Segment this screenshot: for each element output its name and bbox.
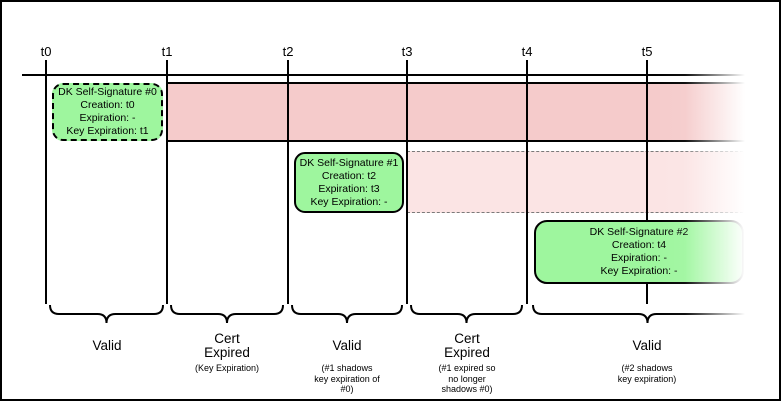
signature-0-title: DK Self-Signature #0 xyxy=(58,86,157,98)
brace-period-3 xyxy=(410,304,523,324)
key-expired-band xyxy=(166,82,748,142)
tick-label-t5: t5 xyxy=(641,44,653,59)
signature-2-expiration: Expiration: - xyxy=(610,252,668,264)
signature-0-key-expiration: Key Expiration: t1 xyxy=(66,125,149,137)
signature-1-expiration: Expiration: t3 xyxy=(318,182,380,195)
tick-line-t0 xyxy=(45,60,47,304)
period-3-note: (#1 expired so no longer shadows #0) xyxy=(438,363,496,394)
period-1-note: (Key Expiration) xyxy=(194,363,260,373)
brace-period-0 xyxy=(49,304,164,324)
tick-label-t0: t0 xyxy=(40,44,52,59)
period-1: Cert Expired (Key Expiration) xyxy=(157,332,297,374)
signature-box-2: DK Self-Signature #2 Creation: t4 Expira… xyxy=(534,220,744,284)
period-2-note: (#1 shadows key expiration of #0) xyxy=(314,363,380,394)
tick-line-t2 xyxy=(287,60,289,304)
period-4: Valid (#2 shadows key expiration) xyxy=(577,332,717,384)
period-4-label: Valid xyxy=(632,338,662,353)
signature-2-key-expiration: Key Expiration: - xyxy=(600,265,678,277)
period-3: Cert Expired (#1 expired so no longer sh… xyxy=(397,332,537,395)
brace-period-2 xyxy=(291,304,403,324)
signature-2-title: DK Self-Signature #2 xyxy=(589,226,689,238)
signature-1-creation: Creation: t2 xyxy=(321,169,377,182)
signature-1-key-expiration: Key Expiration: - xyxy=(310,195,388,208)
period-3-label: Cert Expired xyxy=(444,331,490,360)
signature-2-creation: Creation: t4 xyxy=(611,239,667,251)
brace-period-1 xyxy=(170,304,284,324)
tick-label-t1: t1 xyxy=(161,44,173,59)
period-1-label: Cert Expired xyxy=(204,331,250,360)
signature-1-title: DK Self-Signature #1 xyxy=(299,156,399,169)
signature-box-0: DK Self-Signature #0 Creation: t0 Expira… xyxy=(52,83,163,141)
tick-line-t3 xyxy=(406,60,408,304)
period-4-note: (#2 shadows key expiration) xyxy=(617,363,677,384)
tick-label-t2: t2 xyxy=(282,44,294,59)
period-0-label: Valid xyxy=(92,338,122,353)
period-0: Valid xyxy=(37,332,177,360)
tick-line-t4 xyxy=(526,60,528,304)
signature-0-creation: Creation: t0 xyxy=(80,99,135,111)
signature-box-1: DK Self-Signature #1 Creation: t2 Expira… xyxy=(294,152,404,213)
tick-line-t1 xyxy=(166,60,168,304)
tick-line-t5 xyxy=(646,60,648,304)
tick-label-t4: t4 xyxy=(521,44,533,59)
tick-label-t3: t3 xyxy=(401,44,413,59)
period-2: Valid (#1 shadows key expiration of #0) xyxy=(277,332,417,395)
brace-period-4 xyxy=(532,304,763,324)
period-2-label: Valid xyxy=(332,338,362,353)
timeline-axis xyxy=(22,74,748,76)
signature-0-expiration: Expiration: - xyxy=(79,112,136,124)
